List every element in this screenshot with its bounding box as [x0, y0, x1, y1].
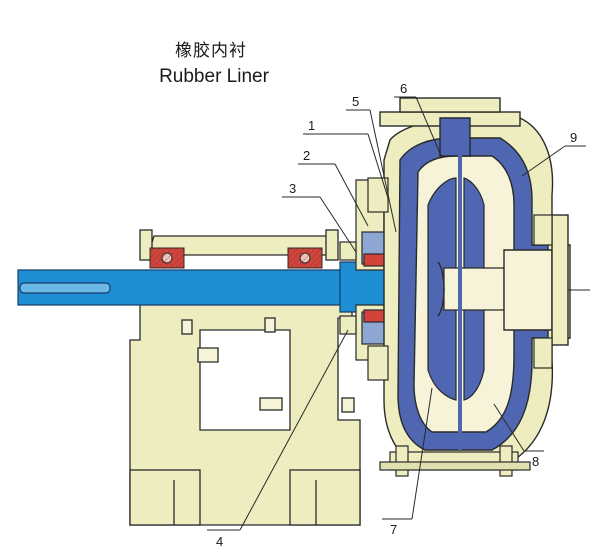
callout-4: 4 — [216, 534, 223, 549]
casing-bolts — [379, 445, 531, 477]
callout-1: 1 — [308, 118, 315, 133]
suction-inlet — [503, 214, 590, 346]
leader-lines — [207, 96, 586, 531]
title-english: Rubber Liner — [159, 66, 269, 87]
bearing-assembly — [149, 247, 323, 269]
callout-7: 7 — [390, 522, 397, 537]
callout-8: 8 — [532, 454, 539, 469]
callout-6: 6 — [400, 81, 407, 96]
callout-labels: 1 2 3 4 5 6 7 8 9 — [216, 81, 577, 549]
callout-9: 9 — [570, 130, 577, 145]
impeller — [427, 138, 505, 450]
callout-3: 3 — [289, 181, 296, 196]
callout-5: 5 — [352, 94, 359, 109]
callout-2: 2 — [303, 148, 310, 163]
title-chinese: 橡胶内衬 — [175, 41, 247, 61]
flange-bolts — [367, 177, 553, 381]
